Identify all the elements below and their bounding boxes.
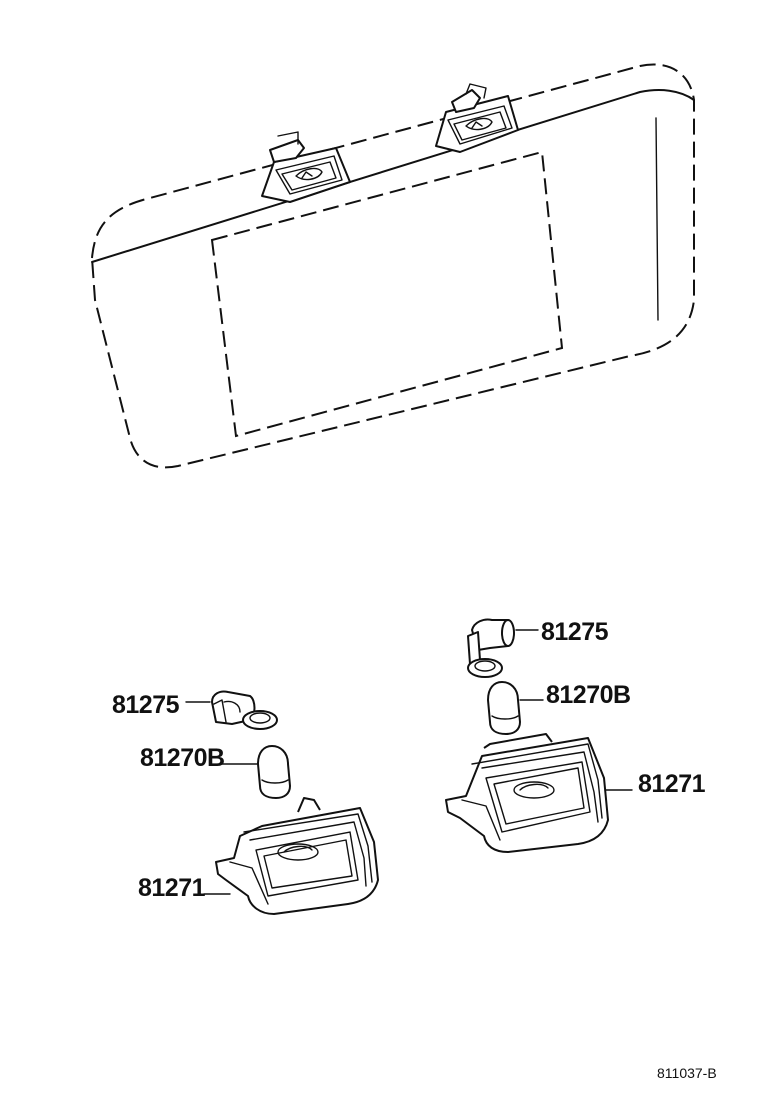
lamp-assy-81271-left — [215, 797, 379, 915]
label-bulb-right: 81270B — [546, 681, 631, 709]
bulb-81270b-right — [487, 681, 521, 735]
socket-81275-left — [211, 690, 278, 730]
label-socket-right: 81275 — [541, 618, 609, 646]
label-bulb-left: 81270B — [140, 744, 225, 772]
label-lamp-left: 81271 — [138, 874, 206, 902]
installed-lamp-bracket-left — [261, 131, 351, 203]
label-socket-left: 81275 — [112, 691, 180, 719]
diagram-reference-code: 811037-B — [657, 1065, 717, 1081]
socket-81275-right — [467, 618, 515, 678]
lamp-assy-81271-right — [445, 733, 609, 853]
door-garnish-panel — [90, 63, 695, 469]
label-lamp-right: 81271 — [638, 770, 706, 798]
bulb-81270b-left — [257, 745, 291, 799]
installed-lamp-bracket-right — [435, 83, 519, 153]
